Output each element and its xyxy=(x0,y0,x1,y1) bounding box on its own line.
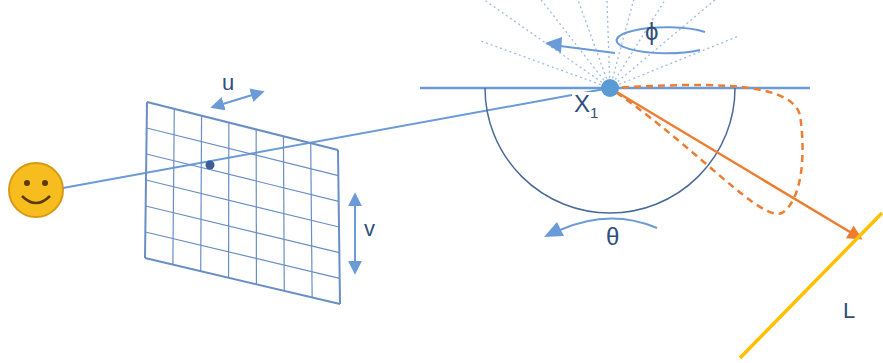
dotted-ray xyxy=(483,0,610,88)
grid-line xyxy=(147,102,338,150)
axis-label: u xyxy=(222,72,234,94)
dotted-ray xyxy=(478,40,610,88)
image-plane-grid xyxy=(145,102,340,304)
grid-line xyxy=(145,258,340,304)
pixel-dot xyxy=(206,161,215,170)
u-arrow xyxy=(213,92,262,107)
hemisphere xyxy=(485,88,735,213)
point-subscript: 1 xyxy=(590,104,598,121)
grid-line xyxy=(146,206,340,253)
dotted-ray xyxy=(610,0,684,88)
angle-label: ϕ xyxy=(645,20,658,44)
sample-rays xyxy=(478,0,739,88)
point-label: X1 xyxy=(572,92,600,116)
dotted-ray xyxy=(524,0,610,88)
light-source xyxy=(740,213,882,358)
light-label: L xyxy=(843,300,855,322)
dotted-ray xyxy=(610,0,729,88)
phi-rotation xyxy=(560,27,705,53)
axis-label: v xyxy=(364,218,375,240)
grid-line xyxy=(146,154,338,201)
light-ray xyxy=(610,88,860,238)
grid-line xyxy=(146,180,339,227)
dotted-ray xyxy=(610,36,740,88)
view-ray xyxy=(63,88,610,188)
angle-label: θ xyxy=(606,225,619,249)
v-arrow xyxy=(354,195,356,272)
dotted-ray xyxy=(557,0,610,88)
dotted-ray xyxy=(605,0,610,88)
viewer-face xyxy=(9,163,63,217)
surface-point xyxy=(601,79,619,97)
grid-line xyxy=(145,232,339,278)
grid-line xyxy=(147,128,339,176)
